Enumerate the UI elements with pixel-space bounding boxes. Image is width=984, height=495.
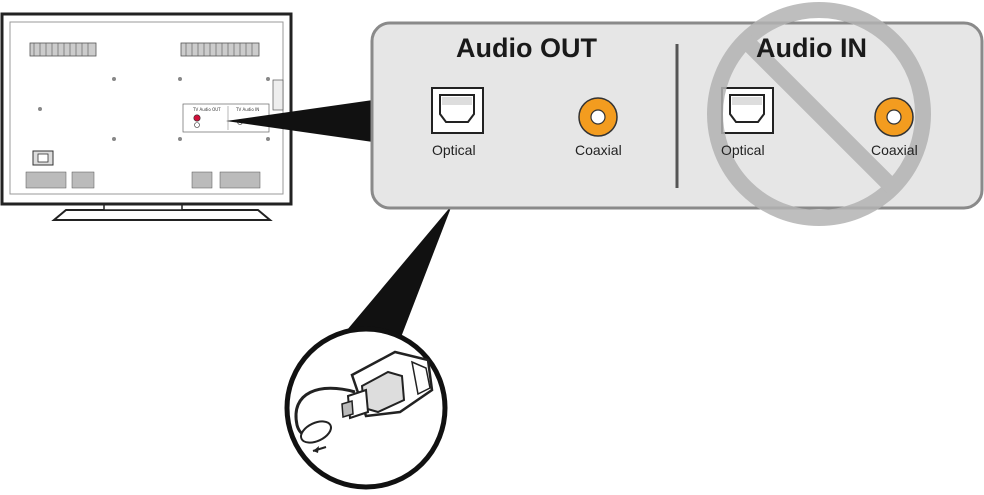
audio-out-title: Audio OUT bbox=[456, 33, 597, 63]
optical-port-icon bbox=[431, 87, 484, 134]
audio-in-title: Audio IN bbox=[756, 33, 867, 63]
optical-port-icon bbox=[721, 87, 774, 134]
tv-audio-in-label: TV Audio IN bbox=[236, 107, 260, 112]
audio-in-optical-label: Optical bbox=[721, 142, 765, 158]
coaxial-port-icon bbox=[578, 97, 618, 137]
audio-in-coaxial-label: Coaxial bbox=[871, 142, 918, 158]
callout-pointer bbox=[226, 100, 373, 142]
prohibition-icon bbox=[707, 2, 931, 226]
tv-back-icon bbox=[0, 12, 293, 221]
coaxial-port-icon bbox=[874, 97, 914, 137]
audio-out-coaxial-label: Coaxial bbox=[575, 142, 622, 158]
cable-pointer bbox=[347, 205, 452, 345]
tv-audio-out-label: TV Audio OUT bbox=[193, 107, 221, 112]
audio-out-optical-label: Optical bbox=[432, 142, 476, 158]
optical-cable-plug-icon bbox=[284, 326, 448, 490]
